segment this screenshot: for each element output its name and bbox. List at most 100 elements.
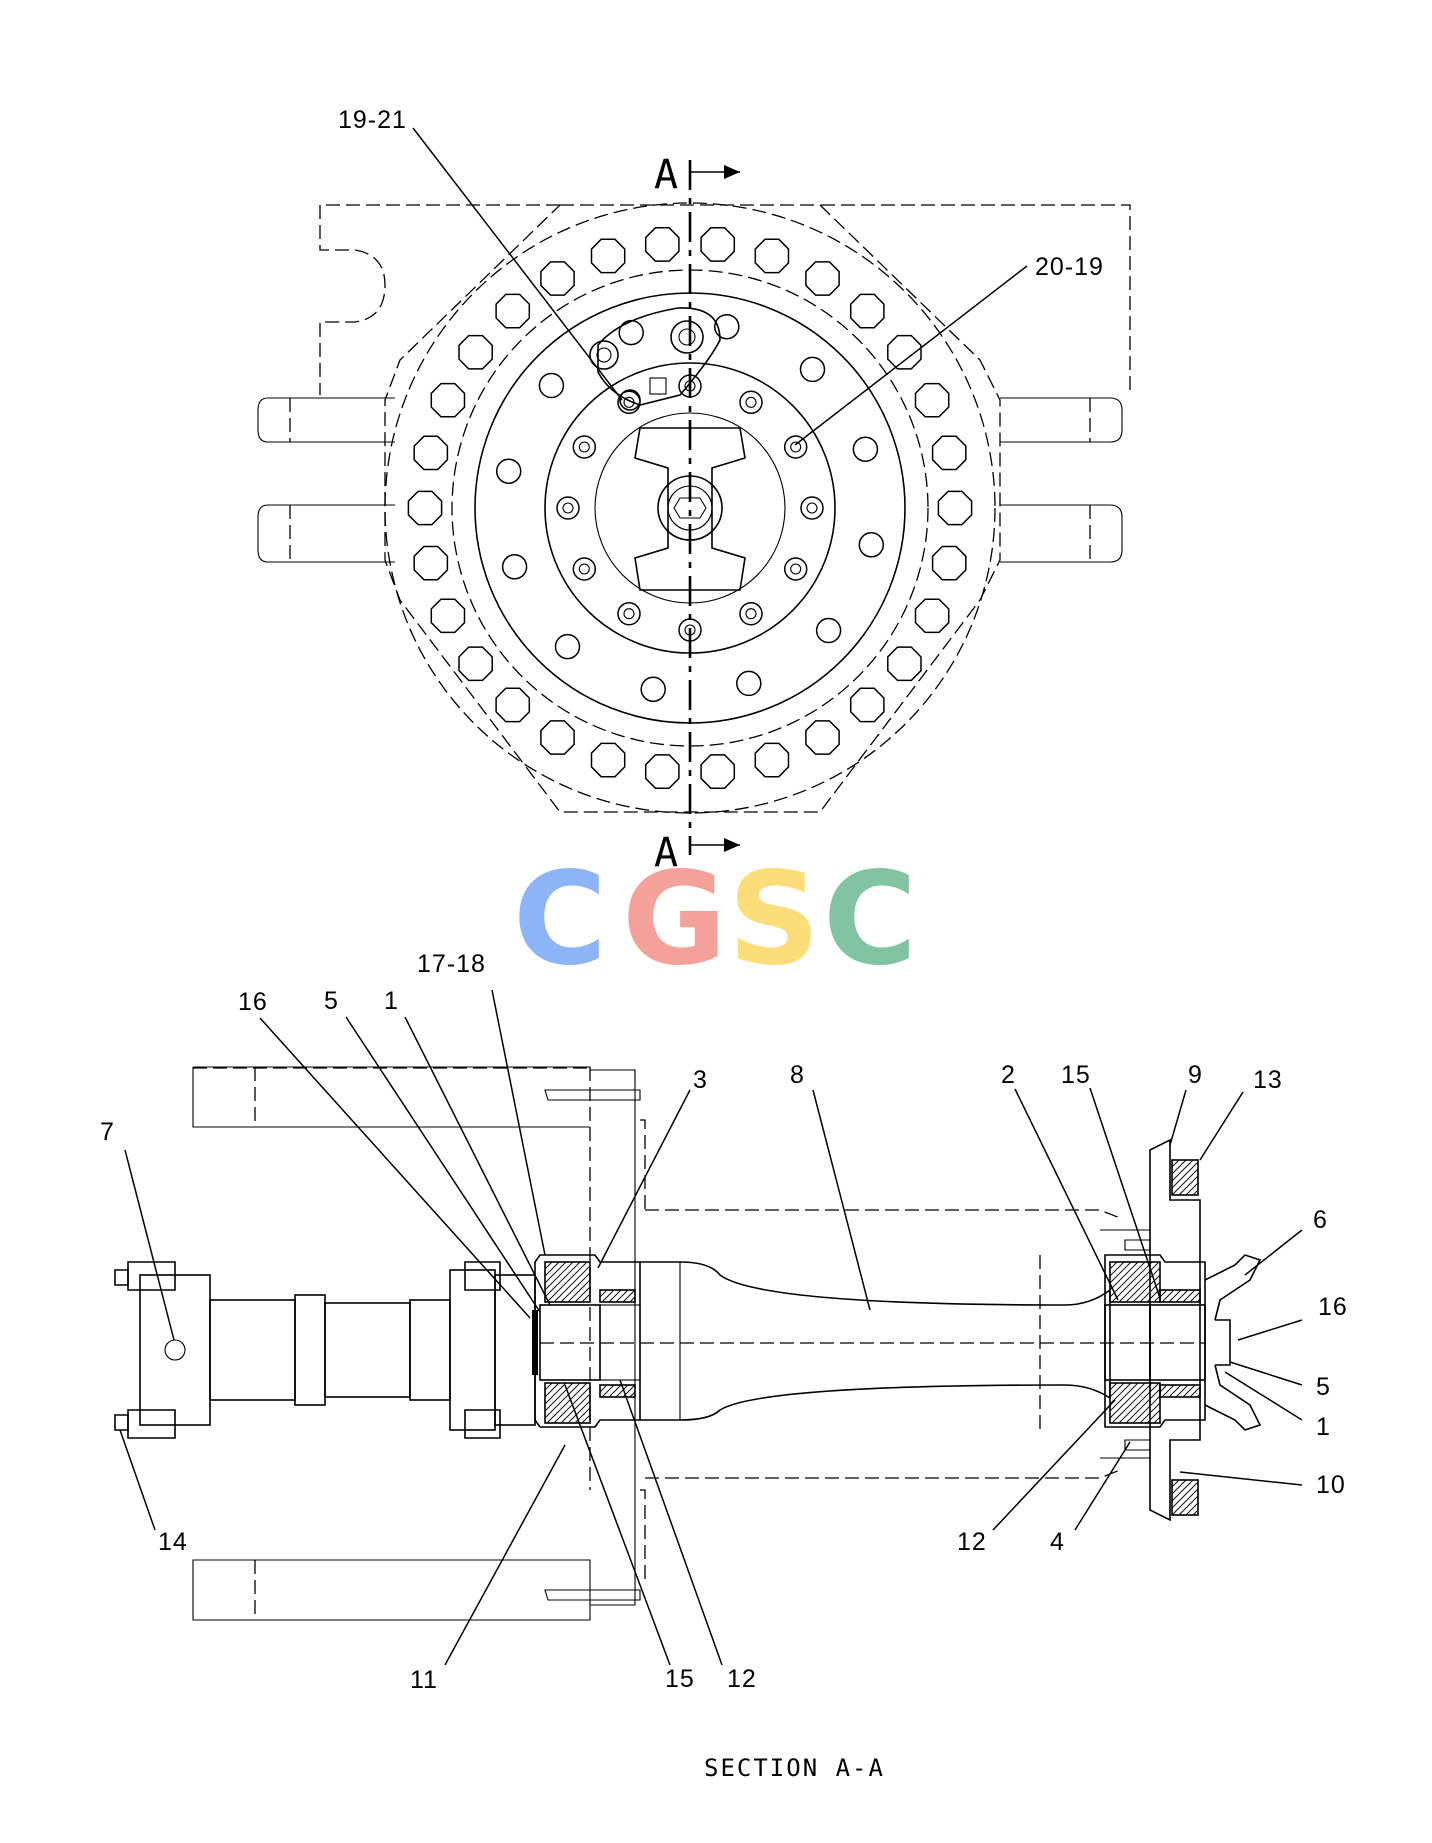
bolt-head <box>887 334 922 370</box>
callout-1a: 1 <box>384 987 399 1015</box>
bolt-head <box>458 334 493 370</box>
hub-bolt-hole <box>572 435 597 459</box>
leader-11 <box>444 1444 566 1666</box>
callout-12a: 12 <box>957 1528 987 1556</box>
callout-16b: 16 <box>1318 1293 1348 1321</box>
leader-3 <box>597 1089 691 1269</box>
section-view: 17-18 16 5 1 3 8 2 15 9 13 7 14 <box>100 950 1348 1694</box>
flange-hole <box>852 436 879 462</box>
leader-1b <box>1224 1371 1303 1421</box>
hub-bolt-hole <box>783 557 808 581</box>
callout-15b: 15 <box>665 1665 695 1693</box>
flange-hole <box>815 617 842 644</box>
frame-outline <box>257 204 1131 563</box>
section-marker-bottom: A <box>654 830 678 876</box>
callout-7: 7 <box>100 1118 115 1146</box>
leader-12a <box>992 1399 1116 1531</box>
leader-12b <box>619 1379 723 1666</box>
bolt-head <box>413 545 449 581</box>
leader-1a <box>404 1016 551 1306</box>
section-callouts: 17-18 16 5 1 3 8 2 15 9 13 7 14 <box>100 950 1348 1694</box>
bolt-head <box>849 293 885 329</box>
bolt-head <box>805 720 840 755</box>
callout-6: 6 <box>1313 1206 1328 1234</box>
flange-hole <box>501 554 528 580</box>
logo-letter-s: S <box>728 845 820 994</box>
leader-15b <box>564 1384 671 1666</box>
bolt-head <box>931 545 967 581</box>
hub-bolt-hole <box>617 601 641 626</box>
flange-hole <box>538 372 565 399</box>
callout-8: 8 <box>790 1061 805 1089</box>
lever-plate <box>597 307 721 406</box>
bolt-head <box>644 227 680 262</box>
hub-bolt-hole <box>739 601 763 626</box>
leader-15a <box>1089 1087 1161 1299</box>
callout-3: 3 <box>693 1066 708 1094</box>
leader-17-18 <box>491 989 546 1256</box>
leader-8 <box>812 1089 871 1311</box>
bolt-head <box>805 261 840 296</box>
hub-bolt-hole <box>556 496 580 520</box>
bolt-head <box>754 238 790 274</box>
bolt-head <box>495 293 531 329</box>
callout-15a: 15 <box>1061 1061 1091 1089</box>
leader-4 <box>1074 1441 1131 1531</box>
callout-12b: 12 <box>727 1665 757 1693</box>
bolt-head <box>700 227 736 262</box>
flange-hole <box>495 458 522 484</box>
bolt-head <box>540 720 575 755</box>
callout-9: 9 <box>1188 1061 1203 1089</box>
callout-20-19: 20-19 <box>1035 253 1104 281</box>
leader-5a <box>345 1016 541 1313</box>
bolt-head <box>458 646 493 682</box>
flange-hole <box>554 633 581 660</box>
hub-bolt-hole <box>783 435 808 459</box>
leader-9 <box>1169 1089 1187 1146</box>
callout-leader-20-19 <box>794 265 1028 446</box>
bolt-ring-outer <box>407 227 973 789</box>
bolt-head <box>540 261 575 296</box>
bolt-head <box>754 742 790 778</box>
flange-hole <box>714 313 740 340</box>
flange-hole <box>618 319 644 346</box>
callout-5a: 5 <box>324 987 339 1015</box>
callout-4: 4 <box>1050 1528 1065 1556</box>
bolt-head <box>407 490 443 526</box>
logo-letter-c1: C <box>513 845 607 994</box>
logo-letter-g: G <box>622 845 727 994</box>
mid-holes <box>495 313 885 703</box>
bolt-head <box>937 490 973 526</box>
bolt-head <box>914 598 950 634</box>
callout-2: 2 <box>1001 1061 1016 1089</box>
bolt-head <box>413 435 449 471</box>
bolt-head <box>931 435 967 471</box>
leader-16a <box>259 1017 531 1319</box>
bolt-head <box>590 238 626 274</box>
flange-outer-circle <box>384 202 996 814</box>
callout-14: 14 <box>158 1528 188 1556</box>
callout-16a: 16 <box>238 988 268 1016</box>
flange-hole <box>799 356 826 383</box>
leader-14 <box>119 1429 156 1531</box>
leader-13 <box>1199 1091 1244 1161</box>
leader-16b <box>1237 1319 1303 1341</box>
bolt-head <box>914 382 950 418</box>
flange-hole <box>640 676 666 703</box>
bolt-head <box>644 754 680 789</box>
flange-hole <box>736 670 762 697</box>
watermark-logo: C G S C <box>513 845 917 994</box>
callout-11: 11 <box>410 1666 438 1694</box>
callout-10: 10 <box>1316 1471 1346 1499</box>
hub-bolt-hole <box>800 496 824 520</box>
hub-bolt-hole <box>739 390 763 415</box>
callout-1b: 1 <box>1316 1413 1331 1441</box>
bolt-head <box>430 382 466 418</box>
hub-bolt-hole <box>572 557 597 581</box>
bolt-head <box>430 598 466 634</box>
bolt-head <box>495 687 531 723</box>
leader-10 <box>1179 1471 1303 1486</box>
callout-17-18: 17-18 <box>417 950 486 978</box>
logo-letter-c2: C <box>823 845 917 994</box>
